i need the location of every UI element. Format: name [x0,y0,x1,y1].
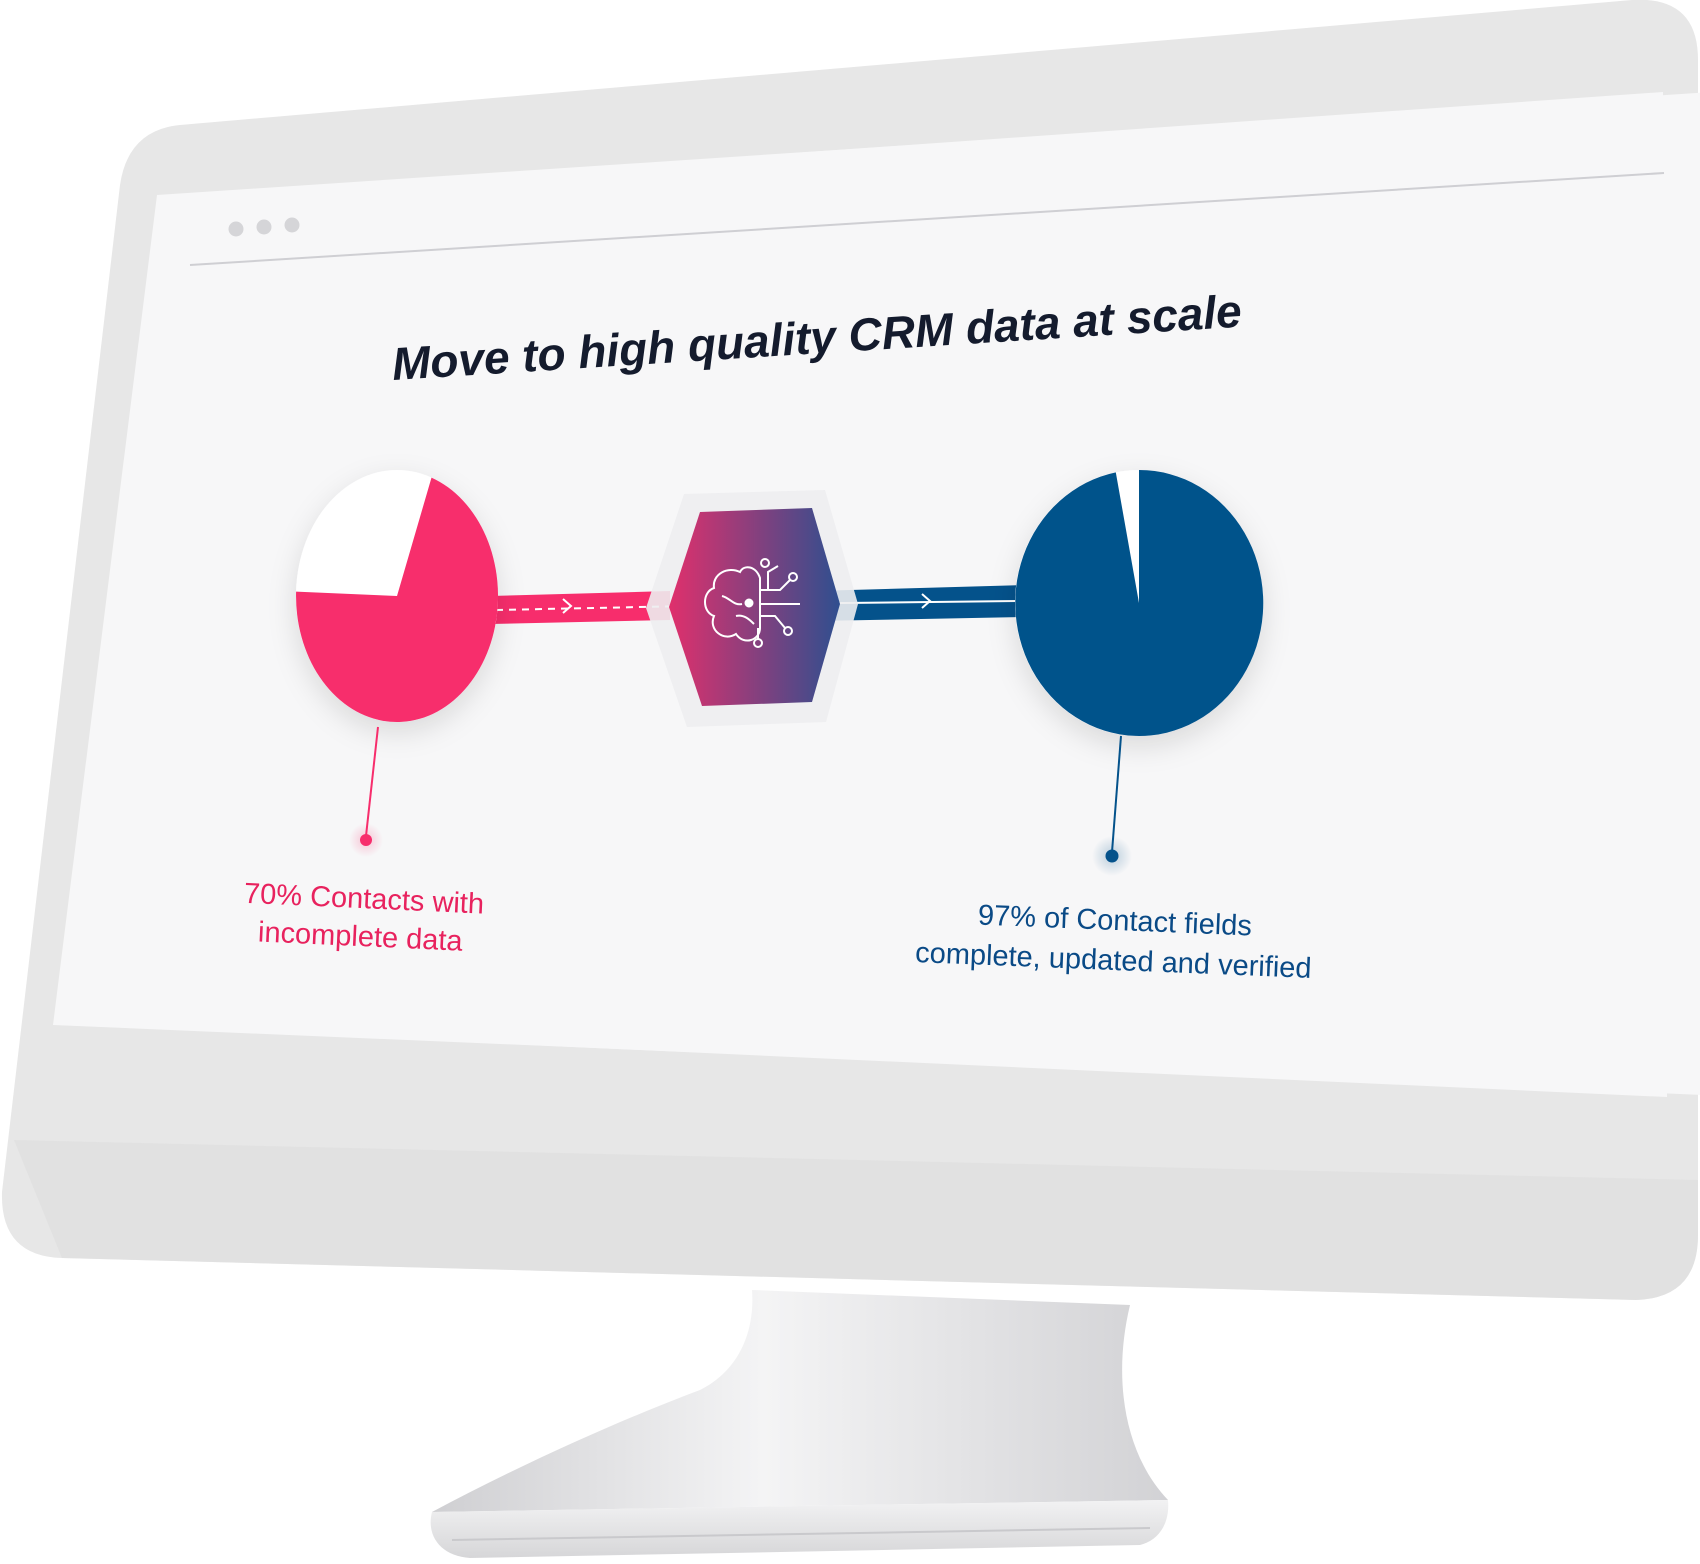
brain-circuit-icon [704,558,800,648]
monitor-stand [430,1290,1169,1558]
browser-bar-divider [189,172,1665,266]
window-dot-1 [228,221,244,237]
after-callout [1092,735,1132,876]
window-dot-3 [284,217,300,233]
window-dot-2 [256,219,272,235]
after-pie-chart [1015,469,1264,736]
before-marker-dot [360,834,372,846]
after-marker-dot [1105,849,1119,863]
before-pie-slice [296,477,499,723]
ai-processor-hexagon [646,490,858,727]
window-controls [228,217,300,237]
before-callout [349,726,383,857]
after-pie-slice [1015,469,1264,736]
before-pie-chart [296,470,499,723]
